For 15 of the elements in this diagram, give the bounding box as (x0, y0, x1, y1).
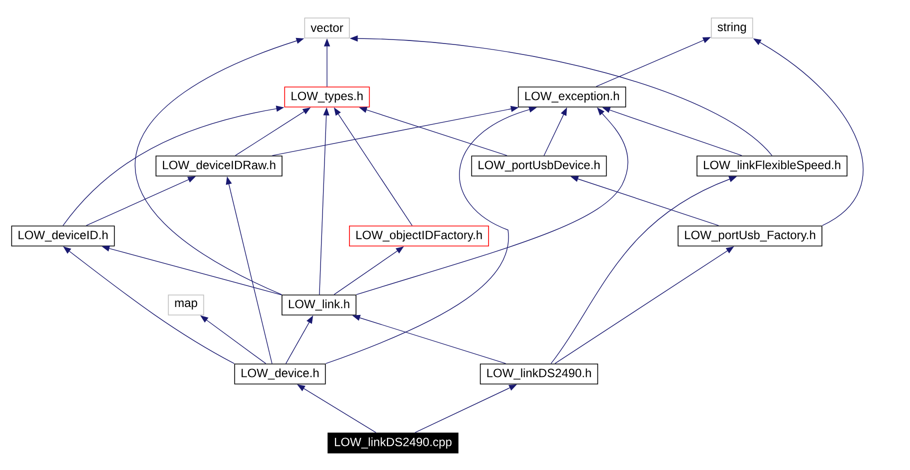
file-box: LOW_linkFlexibleSpeed.h (696, 156, 848, 176)
file-box: LOW_linkDS2490.cpp (328, 432, 458, 454)
file-box: LOW_portUsb_Factory.h (678, 226, 822, 246)
file-box: LOW_link.h (282, 294, 356, 316)
file-box: string (710, 18, 754, 38)
file-box: LOW_deviceIDRaw.h (156, 156, 282, 176)
file-box: vector (304, 18, 350, 38)
file-box: LOW_device.h (234, 364, 326, 384)
file-box: LOW_objectIDFactory.h (349, 226, 489, 246)
file-box: LOW_exception.h (518, 86, 626, 108)
file-box: LOW_portUsbDevice.h (471, 156, 607, 176)
file-box: map (168, 294, 204, 316)
file-box: LOW_linkDS2490.h (480, 364, 598, 384)
file-box: LOW_deviceID.h (11, 226, 115, 246)
file-box: LOW_types.h (284, 86, 370, 108)
